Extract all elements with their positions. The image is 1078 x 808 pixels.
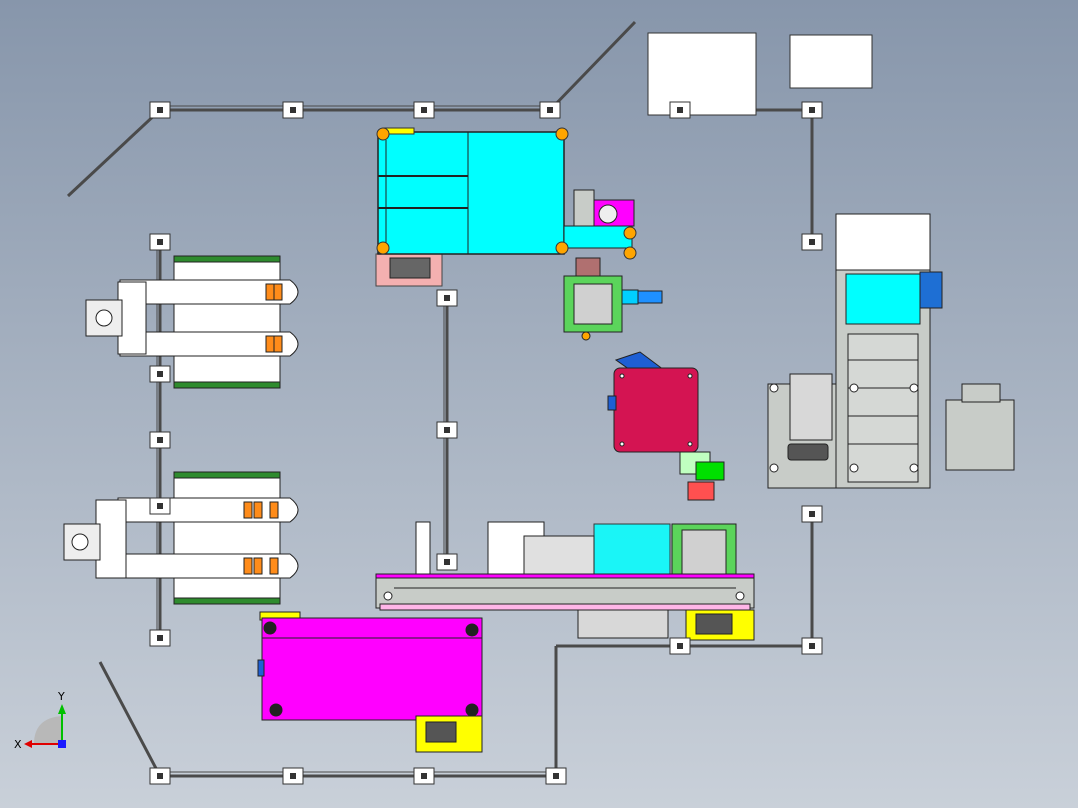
- transfer-gripper-top: [563, 257, 663, 341]
- foot-bolt: [157, 239, 163, 245]
- control-cabinet-a: [647, 32, 757, 116]
- foot-bolt: [157, 773, 163, 779]
- foot-bolt: [677, 643, 683, 649]
- x-axis-label: X: [14, 738, 22, 751]
- foot-bolt: [157, 107, 163, 113]
- foot-bolt: [421, 107, 427, 113]
- leveling-feet: [149, 101, 823, 785]
- foot-bolt: [553, 773, 559, 779]
- foot-bolt: [290, 107, 296, 113]
- foot-bolt: [444, 559, 450, 565]
- top-feeder-module: [375, 127, 637, 287]
- robot-cell: [607, 351, 725, 501]
- foot-bolt: [157, 371, 163, 377]
- y-axis-label: Y: [57, 690, 65, 703]
- right-assembly-machine: [767, 213, 1015, 489]
- xyz-axis-icon: Y X: [14, 690, 66, 751]
- foot-bolt: [290, 773, 296, 779]
- left-conveyor-upper: [85, 255, 299, 389]
- center-assembly-line: [375, 521, 755, 641]
- foot-bolt: [421, 773, 427, 779]
- foot-bolt: [157, 503, 163, 509]
- foot-bolt: [809, 239, 815, 245]
- feeder-cyan-body: [377, 131, 565, 255]
- foot-bolt: [809, 511, 815, 517]
- foot-bolt: [809, 643, 815, 649]
- foot-bolt: [809, 107, 815, 113]
- magenta-loader: [257, 611, 483, 753]
- foot-bolt: [157, 635, 163, 641]
- foot-bolt: [677, 107, 683, 113]
- foot-bolt: [157, 437, 163, 443]
- control-cabinet-b: [789, 34, 873, 89]
- foot-bolt: [547, 107, 553, 113]
- foot-bolt: [444, 295, 450, 301]
- foot-bolt: [444, 427, 450, 433]
